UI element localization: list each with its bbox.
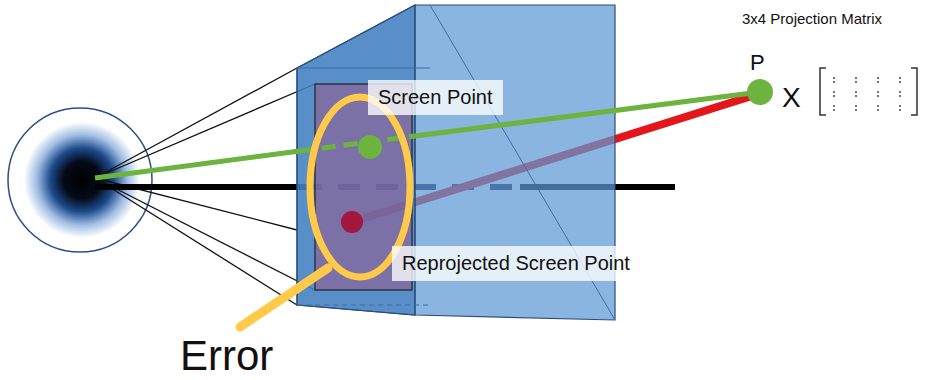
eye-pupil xyxy=(24,122,140,238)
reprojected-point-dot xyxy=(341,211,363,233)
matrix-dot xyxy=(899,95,901,97)
projection-ray xyxy=(95,151,300,178)
point-label: Screen Point xyxy=(368,80,503,115)
matrix-dot xyxy=(877,95,879,97)
matrix-dot xyxy=(899,109,901,111)
matrix-dot xyxy=(855,109,857,111)
frustum-lines xyxy=(95,68,315,305)
matrix-dot xyxy=(833,109,835,111)
operator-symbol: X xyxy=(782,82,801,114)
matrix-dot xyxy=(899,91,901,93)
world-point-dot xyxy=(747,79,773,105)
matrix-title: 3x4 Projection Matrix xyxy=(742,10,882,27)
matrix-entries xyxy=(833,77,901,111)
matrix-dot xyxy=(877,77,879,79)
matrix-brackets xyxy=(820,68,917,115)
matrix-dot xyxy=(877,109,879,111)
matrix-dot xyxy=(877,91,879,93)
matrix-dot xyxy=(833,77,835,79)
matrix-dot xyxy=(855,91,857,93)
point-label: Reprojected Screen Point xyxy=(392,246,640,281)
matrix-dot xyxy=(855,77,857,79)
matrix-dot xyxy=(899,81,901,83)
matrix-dot xyxy=(899,105,901,107)
matrix-dot xyxy=(899,77,901,79)
matrix-dot xyxy=(855,105,857,107)
matrix-dot xyxy=(855,95,857,97)
matrix-dot xyxy=(833,95,835,97)
error-leader xyxy=(240,268,328,327)
matrix-dot xyxy=(877,105,879,107)
matrix-dot xyxy=(833,105,835,107)
view-axis xyxy=(95,184,300,190)
callout-label: Error xyxy=(180,332,273,380)
matrix-dot xyxy=(833,91,835,93)
point-name: P xyxy=(750,50,765,75)
matrix-dot xyxy=(855,81,857,83)
screen-point-dot xyxy=(358,135,382,159)
matrix-dot xyxy=(833,81,835,83)
matrix-dot xyxy=(877,81,879,83)
eye-outline xyxy=(8,108,152,252)
